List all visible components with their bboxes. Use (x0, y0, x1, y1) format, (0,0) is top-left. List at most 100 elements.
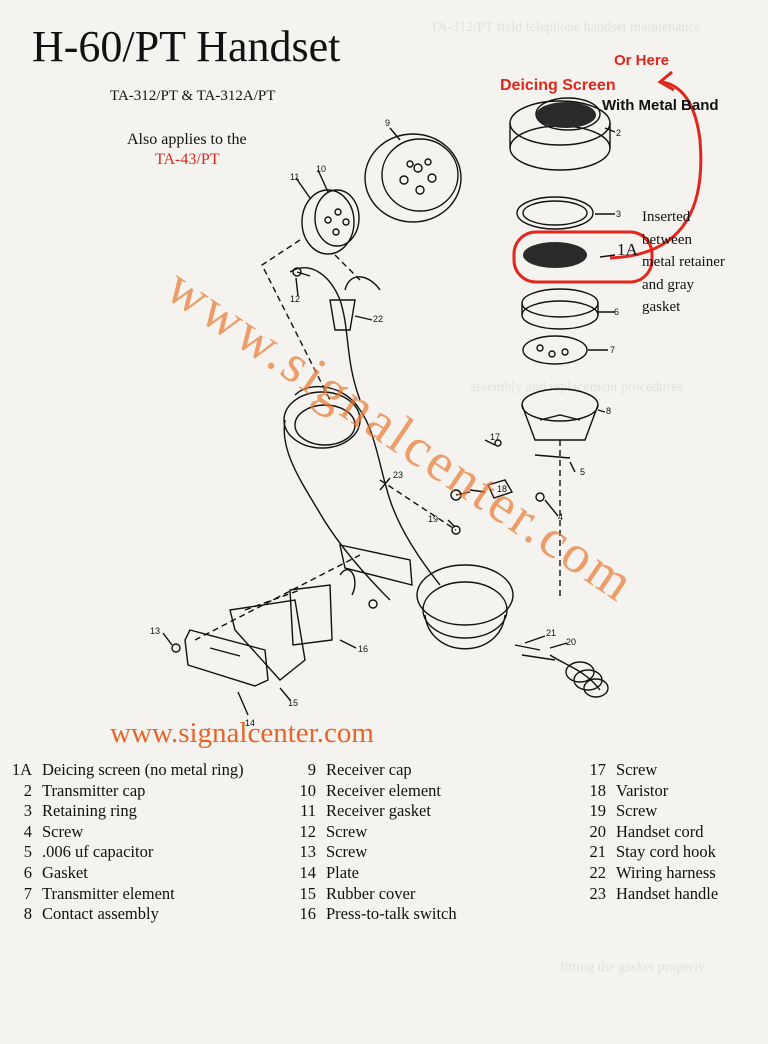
note-line: and gray (642, 276, 695, 293)
part-num-19: 19 (428, 514, 438, 524)
legend-number: 12 (299, 821, 317, 841)
legend-label: .006 uf capacitor (42, 842, 154, 862)
legend-item: 11 Receiver gasket (290, 801, 431, 821)
legend-number: 4 (23, 821, 32, 841)
page-title: H-60/PT Handset (32, 22, 341, 71)
legend-label: Screw (616, 760, 658, 779)
legend-item: 4 Screw (6, 822, 83, 842)
legend-number: 23 (589, 883, 607, 903)
part-num-2: 2 (616, 128, 621, 138)
deicing-screen-1a (523, 242, 587, 268)
legend-number: 6 (23, 863, 32, 882)
part-num-14: 14 (245, 718, 255, 728)
legend-number: 2 (23, 780, 32, 800)
legend-label: Receiver element (326, 780, 441, 800)
legend-label: Retaining ring (42, 801, 137, 821)
note-line: between (642, 231, 692, 248)
legend-number: 3 (23, 801, 32, 821)
legend-label: Screw (326, 821, 368, 841)
part-num-10: 10 (316, 164, 326, 174)
legend-label: Plate (326, 863, 359, 882)
legend-number: 14 (299, 863, 317, 882)
part-num-16: 16 (358, 644, 368, 654)
legend-number: 10 (299, 780, 317, 800)
note-line: gasket (642, 299, 681, 315)
also-applies-model: TA-43/PT (155, 151, 220, 168)
legend-label: Handset handle (616, 883, 719, 903)
part-num-21: 21 (546, 628, 556, 638)
legend-item: 14 Plate (290, 863, 360, 883)
also-applies-text: Also applies to the (127, 131, 247, 148)
part-num-13: 13 (150, 626, 160, 636)
legend-number: 5 (23, 842, 32, 862)
legend-number: 8 (23, 904, 32, 924)
legend-item: 5 .006 uf capacitor (6, 842, 154, 862)
page-subtitle: TA-312/PT & TA-312A/PT (110, 88, 276, 104)
legend-number: 17 (589, 760, 607, 779)
legend-item: 19 Screw (580, 801, 658, 821)
legend-item: 20 Handset cord (580, 822, 704, 842)
inserted-note: Inserted between metal retainer and gray… (642, 206, 767, 319)
legend-label: Gasket (42, 863, 88, 882)
website-link[interactable]: www.signalcenter.com (110, 717, 374, 749)
legend-label: Rubber cover (326, 883, 416, 903)
part-num-20: 20 (566, 637, 576, 647)
part-num-17: 17 (490, 432, 500, 442)
part-num-8: 8 (606, 406, 611, 416)
part-num-4: 4 (558, 512, 563, 522)
part-num-23: 23 (393, 470, 403, 480)
legend-label: Handset cord (616, 821, 704, 841)
legend-label: Varistor (616, 780, 669, 800)
with-metal-band-label: With Metal Band (602, 97, 719, 114)
part-num-11: 11 (290, 172, 299, 182)
legend-label: Transmitter cap (42, 780, 146, 800)
legend-label: Screw (326, 842, 368, 862)
legend-number: 9 (307, 760, 316, 779)
legend-label: Contact assembly (42, 904, 159, 924)
part-num-12: 12 (290, 294, 300, 304)
legend-label: Receiver gasket (326, 801, 431, 821)
legend-item: 15 Rubber cover (290, 883, 416, 904)
part-num-18: 18 (497, 484, 507, 494)
legend-item: 7 Transmitter element (6, 884, 175, 904)
legend-item: 21 Stay cord hook (580, 842, 716, 862)
receiver-element-drawing (301, 189, 360, 255)
legend-label: Transmitter element (42, 883, 175, 903)
highlight-ring (512, 230, 654, 284)
legend-item: 9 Receiver cap (290, 760, 412, 780)
legend-number: 20 (589, 821, 607, 841)
deicing-screen-banded (536, 102, 596, 128)
part-num-15: 15 (288, 698, 298, 708)
legend-item: 6 Gasket (6, 863, 88, 883)
legend-item: 10 Receiver element (290, 781, 441, 801)
legend-item: 13 Screw (290, 842, 368, 862)
deicing-screen-label: Deicing Screen (500, 77, 616, 94)
legend-item: 8 Contact assembly (6, 904, 159, 924)
note-line: metal retainer (642, 254, 725, 270)
legend-label: Press-to-talk switch (326, 904, 457, 924)
legend-item: 3 Retaining ring (6, 801, 137, 821)
legend-number: 19 (589, 801, 607, 821)
receiver-cap-drawing (364, 133, 462, 223)
legend-label: Receiver cap (326, 760, 412, 779)
note-line: Inserted (642, 209, 691, 225)
legend-label: Stay cord hook (616, 842, 716, 862)
legend-number: 7 (23, 883, 32, 903)
part-num-6: 6 (614, 307, 619, 317)
legend-item: 12 Screw (290, 821, 368, 842)
legend-number: 13 (299, 842, 317, 862)
part-num-7: 7 (610, 345, 615, 355)
legend-number: 16 (299, 904, 317, 924)
legend-label: Screw (42, 821, 84, 841)
red-arrow-path (609, 80, 703, 260)
legend-number: 11 (300, 801, 316, 821)
legend-number: 15 (299, 883, 317, 903)
legend-number: 21 (589, 842, 607, 862)
part-num-9: 9 (385, 118, 390, 128)
legend-label: Screw (616, 801, 658, 821)
